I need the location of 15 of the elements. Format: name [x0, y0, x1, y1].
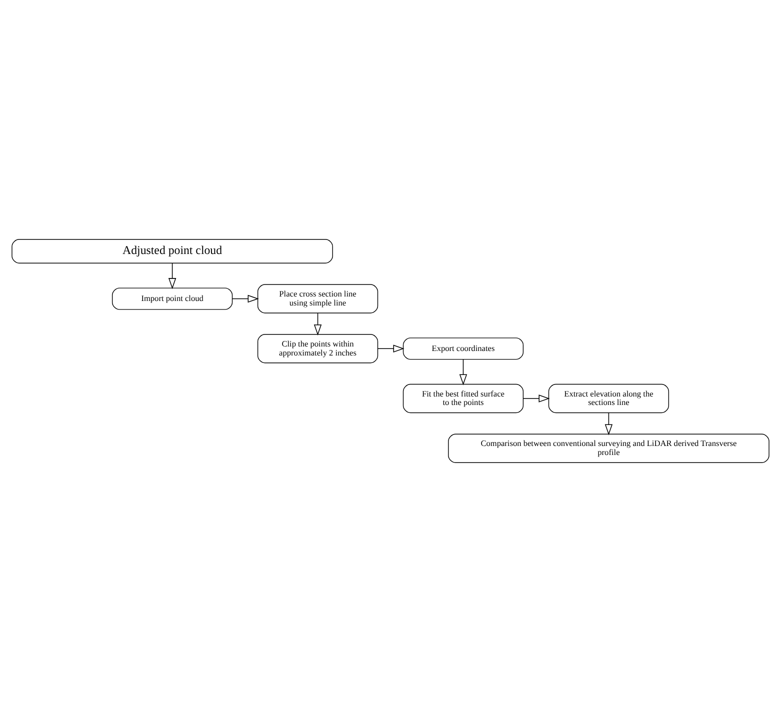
arrow [604, 412, 613, 436]
arrow [523, 394, 550, 402]
arrow [314, 312, 322, 336]
arrow [232, 294, 259, 303]
node-box: Export coordinates [402, 338, 524, 360]
arrow [378, 344, 404, 352]
arrow [168, 262, 176, 290]
node-box: Clip the points within approximately 2 inches [257, 334, 378, 364]
arrow [459, 359, 468, 386]
node-box: Fit the best fitted surface to the points [402, 384, 524, 414]
node-box: Place cross section line using simple line [257, 284, 378, 314]
node-box: Import point cloud [112, 288, 233, 310]
node-box: Adjusted point cloud [12, 239, 333, 264]
node-box: Comparison between conventional surveying and LiDAR derived Transverse profile [448, 434, 770, 463]
node-box: Extract elevation along the sections line [548, 384, 670, 414]
